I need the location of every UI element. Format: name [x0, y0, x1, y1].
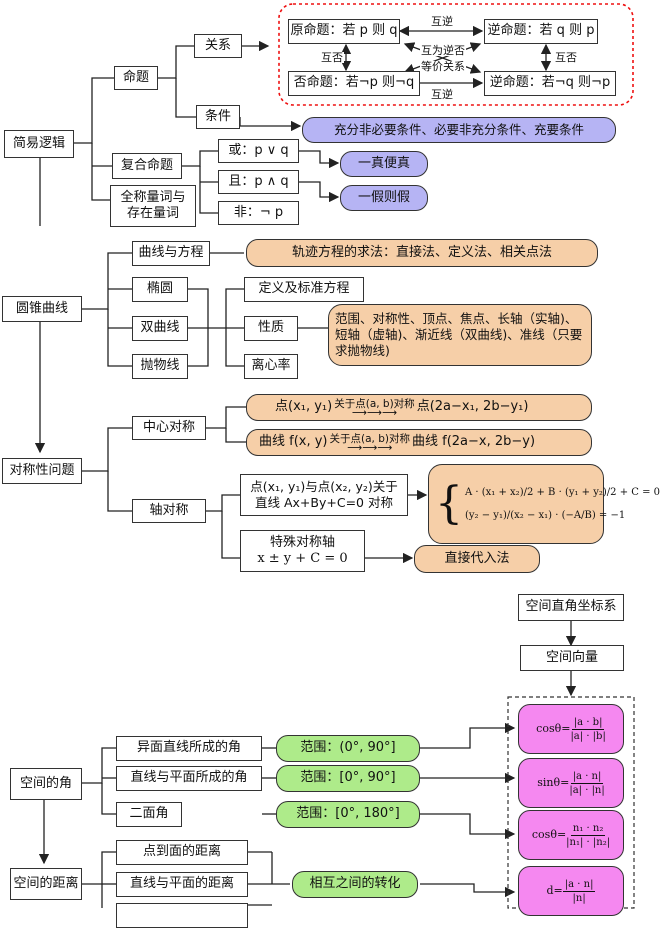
skew-angle-formula: cosθ= |a · b| |a| · |b| — [518, 704, 624, 754]
next-distance-box — [116, 903, 248, 928]
compound-proposition-box: 复合命题 — [112, 153, 182, 179]
mutual-conversion-pill: 相互之间的转化 — [292, 871, 418, 898]
mutual-negation-left-label: 互否 — [320, 51, 344, 64]
curve-equation-box: 曲线与方程 — [132, 241, 210, 266]
point-symmetry-source: 点(x₁, y₁) — [275, 399, 333, 415]
space-vector-box: 空间向量 — [520, 645, 624, 671]
not-box: 非：¬ p — [218, 201, 299, 225]
conic-root-box: 圆锥曲线 — [2, 296, 82, 322]
range-skew-pill: 范围：(0°, 90°] — [276, 735, 420, 762]
or-box: 或：p ∨ q — [218, 139, 299, 163]
special-axis-box: 特殊对称轴 x ± y + C = 0 — [240, 530, 365, 572]
mutual-negation-right-label: 互否 — [554, 51, 578, 64]
central-symmetry-box: 中心对称 — [132, 416, 206, 440]
dihedral-angle-formula: cosθ= n₁ · n₂ |n₁| · |n₂| — [518, 810, 624, 860]
locus-methods-pill: 轨迹方程的求法：直接法、定义法、相关点法 — [246, 239, 598, 267]
property-detail-pill: 范围、对称性、顶点、焦点、长轴（实轴)、短轴（虚轴)、渐近线（双曲线)、准线（只… — [328, 304, 592, 366]
point-symmetry-arrow: 关于点(a, b)对称 ⟶⟶⟶ — [334, 398, 415, 419]
quantifier-label: 全称量词与 存在量词 — [120, 189, 186, 221]
fraction-numerator: n₁ · n₂ — [570, 822, 606, 836]
original-proposition-box: 原命题：若 p 则 q — [288, 19, 400, 44]
mutual-converse-bottom-label: 互逆 — [430, 88, 454, 101]
range-dihedral-pill: 范围：[0°, 180°] — [276, 801, 420, 828]
line-plane-angle-box: 直线与平面所成的角 — [116, 766, 262, 791]
perpendicular-equation: (y₂ − y₁)/(x₂ − x₁) · (−A/B) = −1 — [465, 510, 626, 521]
inverse-proposition-box: 否命题：若¬p 则¬q — [288, 71, 420, 96]
fraction-numerator: |a · n| — [570, 770, 604, 784]
quantifier-box: 全称量词与 存在量词 — [110, 185, 196, 227]
special-axis-line2: x ± y + C = 0 — [257, 551, 348, 566]
point-symmetry-pill: 点(x₁, y₁) 关于点(a, b)对称 ⟶⟶⟶ 点(2a−x₁, 2b−y₁… — [246, 394, 592, 421]
curve-symmetry-source: 曲线 f(x, y) — [259, 434, 328, 450]
space-angle-box: 空间的角 — [10, 768, 82, 800]
fraction-denominator: |n| — [572, 892, 586, 904]
fraction: n₁ · n₂ |n₁| · |n₂| — [566, 822, 610, 849]
point-symmetry-result: 点(2a−x₁, 2b−y₁) — [416, 399, 529, 415]
space-distance-box: 空间的距离 — [10, 868, 82, 900]
curve-symmetry-arrow-label: 关于点(a, b)对称 — [329, 433, 410, 446]
axial-condition-line1: 点(x₁, y₁)与点(x₂, y₂)关于 — [250, 479, 398, 495]
point-arrow-glyph: ⟶⟶⟶ — [351, 406, 398, 419]
fraction-numerator: |a · n| — [562, 878, 596, 892]
fraction-denominator: |a| · |n| — [569, 784, 605, 796]
axial-condition-line2: 直线 Ax+By+C=0 对称 — [255, 495, 393, 510]
fraction: |a · b| |a| · |b| — [570, 716, 605, 743]
line-plane-angle-formula: sinθ= |a · n| |a| · |n| — [518, 758, 624, 808]
axial-equations-pill: { A · (x₁ + x₂)/2 + B · (y₁ + y₂)/2 + C … — [428, 464, 660, 544]
skew-lines-angle-box: 异面直线所成的角 — [116, 736, 262, 761]
one-true-pill: 一真便真 — [340, 151, 428, 177]
axial-symmetry-box: 轴对称 — [132, 499, 206, 523]
brace-glyph: { — [435, 478, 463, 529]
curve-symmetry-arrow: 关于点(a, b)对称 ⟶⟶⟶ — [329, 433, 410, 454]
and-box: 且：p ∧ q — [218, 170, 299, 194]
logic-root-box: 简易逻辑 — [4, 130, 74, 158]
proposition-box: 命题 — [114, 66, 158, 90]
fraction-denominator: |n₁| · |n₂| — [566, 836, 611, 848]
axial-equation-list: A · (x₁ + x₂)/2 + B · (y₁ + y₂)/2 + C = … — [465, 486, 660, 522]
curve-symmetry-pill: 曲线 f(x, y) 关于点(a, b)对称 ⟶⟶⟶ 曲线 f(2a−x, 2b… — [246, 429, 592, 456]
fraction-numerator: |a · b| — [571, 716, 605, 730]
formula-lhs: cosθ= — [536, 721, 571, 735]
symmetry-root-box: 对称性问题 — [2, 458, 82, 484]
range-line-plane-pill: 范围：[0°, 90°] — [276, 765, 420, 792]
condition-box: 条件 — [196, 105, 240, 129]
special-axis-line1: 特殊对称轴 — [269, 534, 335, 550]
definition-box: 定义及标准方程 — [244, 277, 364, 302]
distance-formula: d= |a · n| |n| — [518, 866, 624, 916]
curve-symmetry-result: 曲线 f(2a−x, 2b−y) — [411, 434, 536, 450]
contrapositive-label: 互为逆否 — [420, 44, 466, 57]
axial-condition-box: 点(x₁, y₁)与点(x₂, y₂)关于 直线 Ax+By+C=0 对称 — [240, 474, 408, 516]
relation-box: 关系 — [194, 34, 242, 58]
coordinate-system-box: 空间直角坐标系 — [518, 594, 624, 621]
direct-substitution-pill: 直接代入法 — [414, 545, 540, 573]
ellipse-box: 椭圆 — [132, 277, 188, 302]
converse-proposition-box: 逆命题：若 q 则 p — [484, 19, 598, 44]
mutual-converse-top-label: 互逆 — [430, 15, 454, 28]
point-symmetry-arrow-label: 关于点(a, b)对称 — [334, 398, 415, 411]
formula-lhs: sinθ= — [537, 775, 570, 789]
hyperbola-box: 双曲线 — [132, 316, 188, 341]
parabola-box: 抛物线 — [132, 354, 188, 379]
equivalence-label: 等价关系 — [420, 60, 466, 73]
fraction: |a · n| |a| · |n| — [569, 770, 604, 797]
fraction: |a · n| |n| — [562, 878, 596, 905]
connector-lines — [34, 3, 635, 909]
formula-lhs: d= — [546, 883, 563, 897]
property-box: 性质 — [244, 316, 298, 341]
condition-types-pill: 充分非必要条件、必要非充分条件、充要条件 — [302, 117, 616, 143]
contrapositive-proposition-box: 逆命题：若¬q 则¬p — [484, 71, 616, 96]
point-plane-distance-box: 点到面的距离 — [116, 840, 248, 865]
midpoint-equation: A · (x₁ + x₂)/2 + B · (y₁ + y₂)/2 + C = … — [465, 487, 660, 498]
eccentricity-box: 离心率 — [244, 354, 298, 379]
formula-lhs: cosθ= — [531, 827, 567, 841]
curve-arrow-glyph: ⟶⟶⟶ — [347, 441, 393, 454]
dihedral-angle-box: 二面角 — [116, 802, 182, 827]
one-false-pill: 一假则假 — [340, 185, 428, 211]
line-plane-distance-box: 直线与平面的距离 — [116, 872, 248, 897]
fraction-denominator: |a| · |b| — [570, 730, 606, 742]
